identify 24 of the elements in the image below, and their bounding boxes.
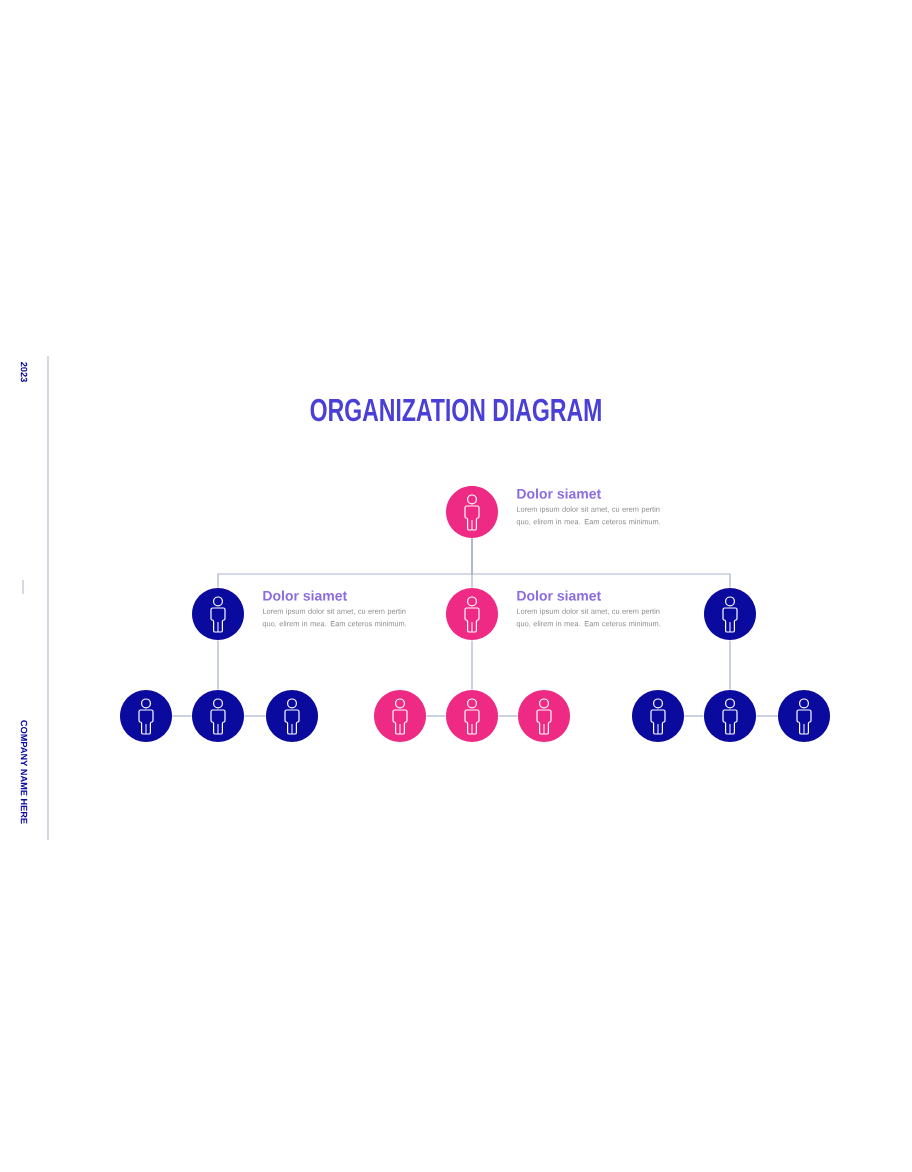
connector-line (497, 715, 519, 717)
person-circle (192, 588, 244, 640)
person-circle (632, 690, 684, 742)
person-circle (518, 690, 570, 742)
connector-line (243, 715, 267, 717)
connector-line (755, 715, 779, 717)
person-circle (374, 690, 426, 742)
connector-line (471, 537, 731, 589)
connector-line (425, 715, 447, 717)
connector-line (729, 639, 731, 691)
connector-line (217, 639, 219, 691)
person-circle (446, 588, 498, 640)
person-circle (446, 486, 498, 538)
person-circle (778, 690, 830, 742)
person-circle (704, 588, 756, 640)
connector-line (471, 639, 473, 691)
person-circle (446, 690, 498, 742)
person-circle (704, 690, 756, 742)
title: ORGANIZATION DIAGRAM (310, 398, 601, 422)
person-circle (266, 690, 318, 742)
connector-line (683, 715, 705, 717)
person-circle (192, 690, 244, 742)
person-circle (120, 690, 172, 742)
connector-line (171, 715, 193, 717)
